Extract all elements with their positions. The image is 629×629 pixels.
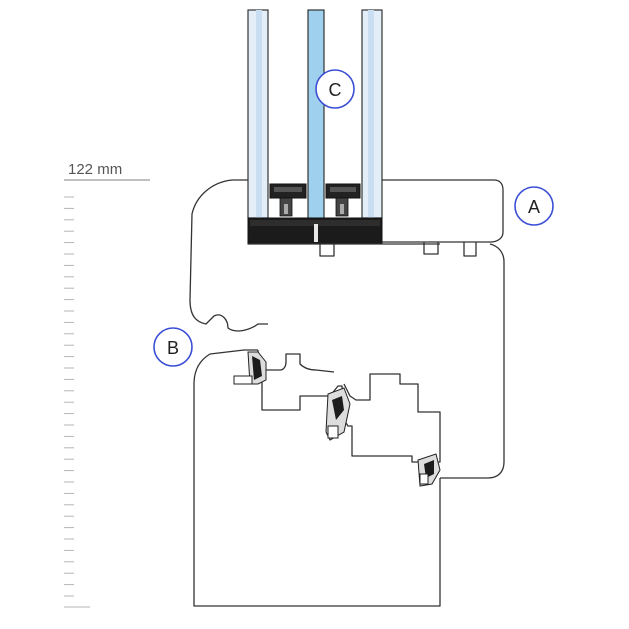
glass-pane-left-inner [256,10,262,218]
glass-pane-right-inner [368,10,374,218]
scale-ruler: 122 mm [64,161,150,608]
spacer-left [269,183,307,217]
glazing-unit [247,9,383,245]
callout-a-label: A [528,197,540,217]
gasket-center [325,387,351,441]
glazing-seal-gap [314,224,318,242]
scale-label: 122 mm [68,161,122,178]
scale-ticks [64,196,74,597]
callout-b: B [153,327,193,367]
callout-c-label: C [329,80,342,100]
callout-c: C [315,69,355,109]
gasket-left [233,351,267,385]
callout-b-label: B [167,338,179,358]
glazing-seal-band-highlight [250,220,380,226]
gasket-right [417,453,441,487]
callout-a: A [514,186,554,226]
sash-frame [189,179,504,332]
spacer-right [325,183,361,217]
outer-frame [193,243,505,607]
glass-pane-center [307,9,325,229]
gaskets [233,351,441,487]
